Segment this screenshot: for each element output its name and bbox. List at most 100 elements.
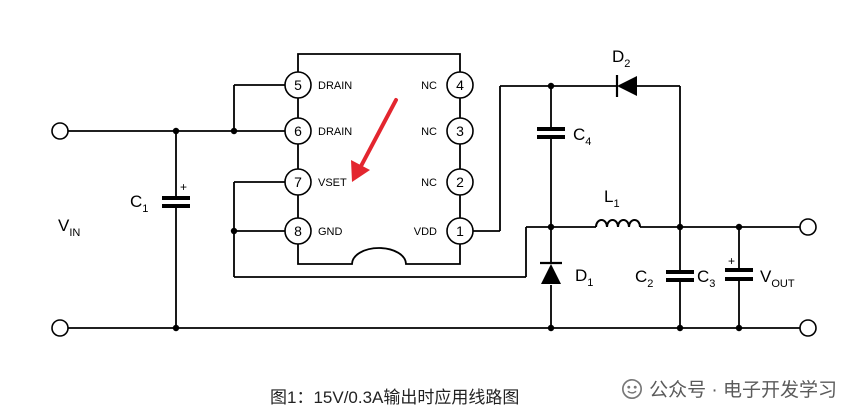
- pin-number: 6: [294, 123, 302, 139]
- ic-pin-3: 3 NC: [421, 117, 474, 145]
- c1-plus-sign: +: [180, 180, 187, 194]
- pin-circle: [446, 168, 474, 196]
- c1-plate-plus: [162, 196, 190, 200]
- pin-signal: NC: [421, 126, 437, 138]
- d2-triangle: [617, 76, 637, 96]
- ic-pin-7: 7 VSET: [284, 168, 347, 196]
- pin-number: 4: [456, 77, 464, 93]
- pin-signal: DRAIN: [318, 126, 352, 138]
- l1-label-sub: 1: [613, 198, 619, 210]
- junction-dot: [230, 127, 238, 135]
- vout-minus-terminal: [799, 319, 817, 337]
- annotation-arrow: [351, 98, 398, 182]
- diode-d1: D1: [540, 261, 593, 289]
- pin-signal: NC: [421, 80, 437, 92]
- watermark: 公众号 · 电子开发学习: [621, 375, 837, 402]
- pin-number: 8: [294, 223, 302, 239]
- arrow-head: [351, 160, 370, 182]
- pin-signal: VSET: [318, 177, 347, 189]
- c3-plate-minus: [725, 277, 753, 281]
- junction-dot: [547, 223, 555, 231]
- ic-body: [297, 53, 461, 265]
- l1-label: L1: [604, 187, 620, 210]
- ic-pin-4: 4 NC: [421, 71, 474, 99]
- capacitor-c3: + C3: [697, 254, 753, 290]
- c4-plate-top: [537, 127, 565, 131]
- vin-label-sub: IN: [69, 227, 80, 239]
- c4-label-main: C: [573, 125, 585, 144]
- ic-pin-6: 6 DRAIN: [284, 117, 352, 145]
- vin-label-main: V: [58, 216, 70, 235]
- pin-number: 5: [294, 77, 302, 93]
- c4-label-sub: 4: [585, 136, 591, 148]
- figure-caption: 图1：15V/0.3A输出时应用线路图: [270, 388, 520, 407]
- c1-label: C1: [130, 192, 148, 215]
- vin-plus-terminal: [51, 122, 69, 140]
- pin-circle: [446, 217, 474, 245]
- wechat-icon: [622, 378, 643, 399]
- c1-plate-minus: [162, 204, 190, 208]
- terminals: [51, 122, 817, 337]
- capacitor-c2: C2: [635, 267, 694, 290]
- c4-plate-bottom: [537, 135, 565, 139]
- junction-dot: [676, 324, 684, 332]
- pin-number: 2: [456, 174, 464, 190]
- junctions: [172, 82, 743, 332]
- pin-signal: DRAIN: [318, 80, 352, 92]
- d2-label: D2: [612, 47, 630, 70]
- pin-circle: [284, 217, 312, 245]
- d1-label-main: D: [575, 266, 587, 285]
- junction-dot: [172, 324, 180, 332]
- capacitor-c4: C4: [537, 125, 591, 148]
- capacitor-c1: + C1: [130, 180, 190, 215]
- ic-pin-2: 2 NC: [421, 168, 474, 196]
- c2-label-main: C: [635, 267, 647, 286]
- vin-minus-terminal: [51, 319, 69, 337]
- c3-label-sub: 3: [709, 278, 715, 290]
- wires: [68, 84, 800, 329]
- pin-number: 7: [294, 174, 302, 190]
- ic-pin-8: 8 GND: [284, 217, 343, 245]
- c1-label-main: C: [130, 192, 142, 211]
- d1-triangle: [541, 264, 561, 284]
- d2-label-main: D: [612, 47, 624, 66]
- pin-circle: [284, 117, 312, 145]
- ic-pin-5: 5 DRAIN: [284, 71, 352, 99]
- junction-dot: [735, 324, 743, 332]
- c2-label: C2: [635, 267, 653, 290]
- pin-signal: NC: [421, 177, 437, 189]
- c3-plus-sign: +: [728, 254, 735, 268]
- vout-label: VOUT: [760, 267, 795, 290]
- c2-plate-bottom: [666, 278, 694, 282]
- l1-coil: [595, 219, 641, 228]
- ic-pin-1: 1 VDD: [414, 217, 474, 245]
- c4-label: C4: [573, 125, 591, 148]
- c2-label-sub: 2: [647, 278, 653, 290]
- inductor-l1: L1: [595, 187, 641, 228]
- vin-label: VIN: [58, 216, 80, 239]
- junction-dot: [735, 223, 743, 231]
- diode-d2: D2: [612, 47, 637, 97]
- junction-dot: [230, 227, 238, 235]
- junction-dot: [547, 324, 555, 332]
- pin-number: 3: [456, 123, 464, 139]
- l1-label-main: L: [604, 187, 613, 206]
- vout-plus-terminal: [799, 218, 817, 236]
- vout-label-main: V: [760, 267, 772, 286]
- pin-circle: [284, 168, 312, 196]
- junction-dot: [676, 223, 684, 231]
- d1-label: D1: [575, 266, 593, 289]
- pin-circle: [446, 117, 474, 145]
- ic-package: 5 DRAIN 6 DRAIN 7 VSET 8 GND 4 NC 3 NC: [284, 53, 474, 265]
- junction-dot: [172, 127, 180, 135]
- pin-circle: [446, 71, 474, 99]
- pin-signal: VDD: [414, 226, 437, 238]
- pin-circle: [284, 71, 312, 99]
- pin-number: 1: [456, 223, 464, 239]
- d2-label-sub: 2: [624, 58, 630, 70]
- d1-label-sub: 1: [587, 277, 593, 289]
- c3-plate-plus: [725, 268, 753, 272]
- watermark-text: 公众号 · 电子开发学习: [649, 380, 837, 401]
- junction-dot: [547, 82, 555, 90]
- c1-label-sub: 1: [142, 203, 148, 215]
